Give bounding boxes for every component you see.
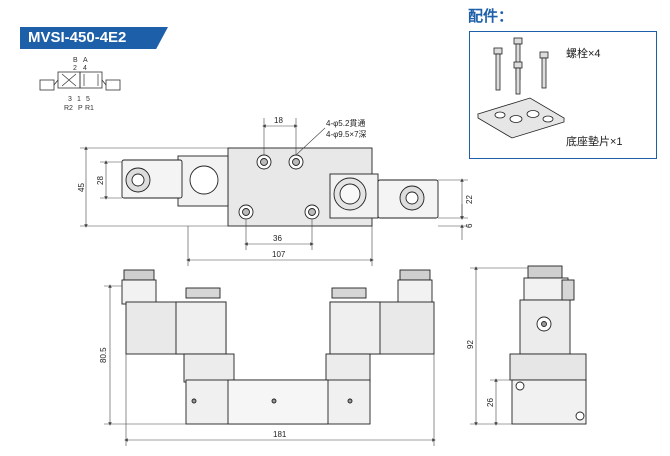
- side-view-labels: 92 26: [466, 340, 495, 407]
- port-number-1: 1: [77, 96, 81, 103]
- top-view: [121, 147, 439, 227]
- port-number-3: 3: [68, 96, 72, 103]
- dim-right-6: 6: [465, 223, 474, 228]
- dim-total-181: 181: [273, 430, 287, 439]
- dim-hole-span-36: 36: [273, 234, 282, 243]
- dim-base-26: 26: [486, 398, 495, 407]
- accessory-gasket: [477, 97, 565, 139]
- port-number-4: 4: [83, 65, 87, 72]
- valve-symbol: B A 2 4 3 1 5 R2 P R1: [39, 57, 121, 112]
- port-label-b: B: [73, 57, 78, 64]
- port-label-r2: R2: [64, 105, 73, 112]
- bolt-label: 螺栓×4: [566, 46, 601, 60]
- front-view-dimensions: [104, 284, 436, 446]
- accessories-box: [469, 31, 657, 159]
- port-label-r1: R1: [85, 105, 94, 112]
- gasket-label: 底座墊片×1: [566, 134, 623, 148]
- dim-height-92: 92: [466, 340, 475, 349]
- dim-right-22: 22: [465, 195, 474, 204]
- accessory-bolts: [493, 37, 549, 95]
- top-view-dimensions: [80, 118, 468, 266]
- dim-inner-28: 28: [96, 176, 105, 185]
- accessories-title: 配件：: [468, 8, 514, 25]
- dim-height-45: 45: [77, 183, 86, 192]
- front-view-labels: 80.5 181: [99, 347, 287, 439]
- port-number-5: 5: [86, 96, 90, 103]
- model-badge: MVSI-450-4E2: [20, 27, 168, 49]
- dim-height-80-5: 80.5: [99, 347, 108, 363]
- side-view: [509, 265, 587, 425]
- side-view-dimensions: [470, 266, 528, 426]
- port-number-2: 2: [73, 65, 77, 72]
- dim-pitch: 18: [274, 116, 283, 125]
- dim-body-107: 107: [272, 250, 286, 259]
- port-label-p: P: [78, 105, 83, 112]
- top-view-labels: 18 4-φ5.2貫通 4-φ9.5×7深 45 28 22 6 36 107: [77, 116, 474, 259]
- front-view: [121, 269, 435, 425]
- port-label-a: A: [83, 57, 88, 64]
- hole-callout-counterbore: 4-φ9.5×7深: [326, 130, 367, 139]
- model-name: MVSI-450-4E2: [28, 29, 127, 46]
- hole-callout-through: 4-φ5.2貫通: [326, 118, 365, 128]
